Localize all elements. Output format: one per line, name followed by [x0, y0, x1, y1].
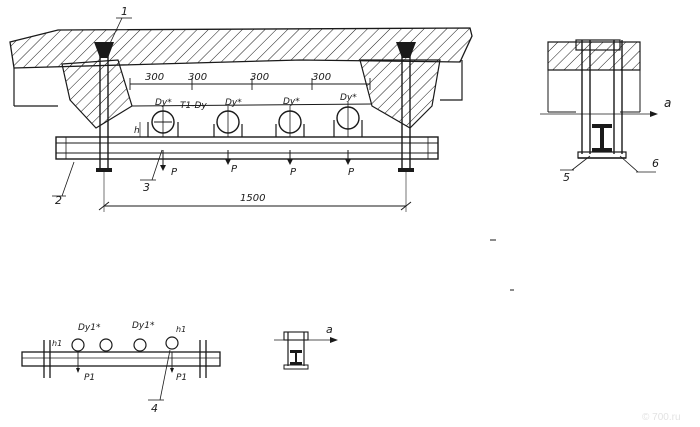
small-section-view: a	[274, 323, 338, 370]
small-load-label-2: P1	[176, 373, 187, 383]
svg-text:3: 3	[143, 181, 150, 194]
pipe-1	[147, 106, 179, 137]
spacing-label-3: 300	[250, 72, 269, 83]
pipe-4	[333, 102, 363, 137]
spacing-label-1: 300	[145, 72, 164, 83]
pipe-label-4: Dу*	[283, 97, 300, 107]
main-elevation-view: 300 300 300 300 Dу* T1-Dу Dу* Dу* Dу* h …	[9, 5, 473, 212]
right-haunch	[359, 59, 441, 129]
svg-text:4: 4	[151, 402, 158, 415]
span-dimension: 1500	[98, 172, 412, 212]
callout-5: 5	[560, 155, 591, 184]
load-label-4: P	[348, 167, 355, 178]
small-pipe-label-2: Dу1*	[132, 321, 155, 331]
pipe-3	[275, 106, 305, 137]
spacing-label-2: 300	[188, 72, 207, 83]
small-clearance-label-2: h1	[176, 325, 186, 334]
pipe-label-2: T1-Dу	[180, 101, 207, 111]
svg-text:6: 6	[652, 157, 659, 170]
bearer-beam	[55, 136, 439, 160]
pipe-label-5: Dу*	[340, 93, 357, 103]
load-label-1: P	[171, 167, 178, 178]
span-label: 1500	[240, 193, 265, 204]
small-pipe-detail: Dу1* Dу1* h1 h1 P1 P1 4	[21, 321, 221, 415]
axis-label-small: a	[326, 323, 333, 336]
small-load-label-1: P1	[84, 373, 95, 383]
svg-text:1: 1	[121, 5, 128, 18]
watermark: © 700.ru	[642, 412, 681, 423]
spacing-dimension: 300 300 300 300	[129, 72, 371, 90]
load-arrows: P P P P	[160, 150, 355, 178]
axis-label-side: a	[664, 96, 671, 110]
pipe-2	[213, 106, 243, 137]
clearance-label: h	[134, 126, 140, 136]
load-label-3: P	[290, 167, 297, 178]
callout-2: 2	[52, 161, 75, 207]
small-pipe-label-1: Dу1*	[78, 323, 101, 333]
callout-3: 3	[140, 149, 163, 194]
callout-4: 4	[148, 349, 171, 415]
left-haunch	[61, 59, 133, 129]
small-clearance-label-1: h1	[52, 339, 62, 348]
spacing-label-4: 300	[312, 72, 331, 83]
pipe-label-3: Dу*	[225, 98, 242, 108]
callout-6: 6	[619, 155, 659, 173]
hanger-rods	[94, 42, 416, 172]
svg-text:2: 2	[55, 194, 62, 207]
svg-text:5: 5	[563, 171, 570, 184]
side-section-view: a 5 6	[540, 39, 671, 184]
callout-1: 1	[103, 5, 132, 57]
load-label-2: P	[231, 164, 238, 175]
concrete-slab	[9, 27, 473, 107]
pipe-label-1: Dу*	[155, 98, 172, 108]
